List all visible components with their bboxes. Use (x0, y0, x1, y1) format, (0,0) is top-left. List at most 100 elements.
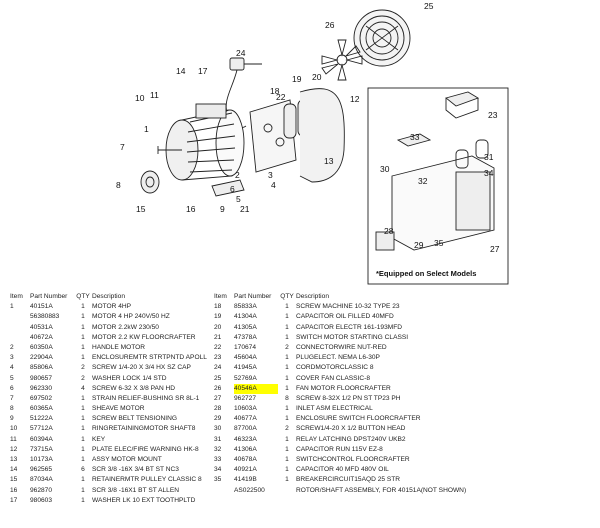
cell-qty: 1 (81, 303, 85, 311)
fan-illustration (321, 39, 363, 81)
cell-item: 7 (10, 394, 14, 402)
callout-19: 19 (292, 74, 302, 84)
callout-8: 8 (116, 180, 121, 190)
callout-13: 13 (324, 156, 334, 166)
cell-part: 40151A (30, 303, 53, 311)
cell-item: 12 (10, 445, 18, 453)
callout-32: 32 (418, 176, 428, 186)
motor-mount-illustration (211, 179, 245, 197)
cell-part: 41419B (234, 476, 257, 484)
cell-qty: 1 (81, 313, 85, 321)
cell-desc: SWITCH MOTOR STARTING CLASSI (296, 333, 409, 341)
cell-qty: 1 (81, 486, 85, 494)
cell-desc: WASHER LOCK 1/4 STD (92, 374, 167, 382)
table-header-right: Item Part Number QTY Description (206, 292, 598, 302)
cell-part: 962727 (234, 394, 257, 402)
cell-desc: CAPACITOR 40 MFD 480V OIL (296, 466, 389, 474)
callout-3: 3 (268, 170, 273, 180)
cell-part: 962565 (30, 466, 53, 474)
cell-desc: ENCLOSUREMTR STRTPNTD APOLL (92, 354, 207, 362)
cell-item: 27 (214, 394, 222, 402)
cell-item: 34 (214, 466, 222, 474)
callout-4: 4 (271, 180, 276, 190)
cell-part: 60365A (30, 405, 53, 413)
cell-qty: 4 (81, 384, 85, 392)
cell-part: 85833A (234, 303, 257, 311)
cell-qty: 1 (81, 415, 85, 423)
cell-qty: 1 (81, 354, 85, 362)
cell-item: 13 (10, 456, 18, 463)
cell-item: 2 (10, 343, 14, 351)
cell-item: 5 (10, 374, 14, 382)
cell-part: 40672A (30, 333, 53, 341)
cell-desc: SWITCHCONTROL FLOORCRAFTER (296, 456, 410, 463)
header-description: Description (92, 293, 125, 300)
cell-part: 980657 (30, 374, 53, 382)
sheave-illustration (140, 170, 160, 194)
cell-qty: 1 (81, 425, 85, 433)
cell-qty: 1 (81, 343, 85, 351)
cell-part: 962870 (30, 486, 53, 494)
cell-qty: 1 (81, 445, 85, 453)
cell-desc: PLUGELECT. NEMA L6-30P (296, 354, 380, 362)
cell-part: 40921A (234, 466, 257, 474)
cell-part: 697502 (30, 394, 53, 402)
motor-illustration (157, 103, 245, 181)
header-qty: QTY (76, 293, 90, 300)
cell-desc: RETAINERMTR PULLEY CLASSIC 8 (92, 476, 202, 484)
cell-part: 73715A (30, 445, 53, 453)
callout-14: 14 (176, 66, 186, 76)
cell-qty: 1 (285, 374, 289, 382)
cell-qty: 1 (285, 323, 289, 331)
cell-desc: BREAKERCIRCUIT15AQD 25 STR (296, 476, 401, 484)
cell-item: 32 (214, 445, 222, 453)
cell-item: 29 (214, 415, 222, 423)
cell-qty: 1 (81, 394, 85, 402)
callout-18: 18 (270, 86, 280, 96)
cell-part: 10603A (234, 405, 257, 413)
cell-item: 20 (214, 323, 222, 331)
cell-item: 9 (10, 415, 14, 423)
cell-item: 3 (10, 354, 14, 362)
cell-part: 57712A (30, 425, 53, 433)
cell-desc: SCREW BELT TENSIONING (92, 415, 178, 423)
parts-list: Item Part Number QTY Description 1 40151A… (0, 292, 600, 528)
callout-28: 28 (384, 226, 394, 236)
cell-part: AS022500 (234, 486, 265, 494)
header-qty: QTY (280, 293, 294, 300)
callout-12: 12 (350, 94, 360, 104)
inset-footnote: *Equipped on Select Models (376, 269, 476, 278)
enclosure-illustration (299, 88, 345, 183)
cell-qty: 1 (285, 435, 289, 443)
cell-desc: SCREW 1/4-20 X 3/4 HX SZ CAP (92, 364, 191, 372)
cell-qty: 1 (81, 496, 85, 504)
cell-item: 11 (10, 435, 17, 443)
cell-qty: 2 (285, 343, 289, 351)
cell-qty: 2 (285, 425, 289, 433)
header-item: Item (214, 293, 227, 300)
cell-item: 24 (214, 364, 222, 372)
cell-item: 26 (214, 384, 222, 392)
